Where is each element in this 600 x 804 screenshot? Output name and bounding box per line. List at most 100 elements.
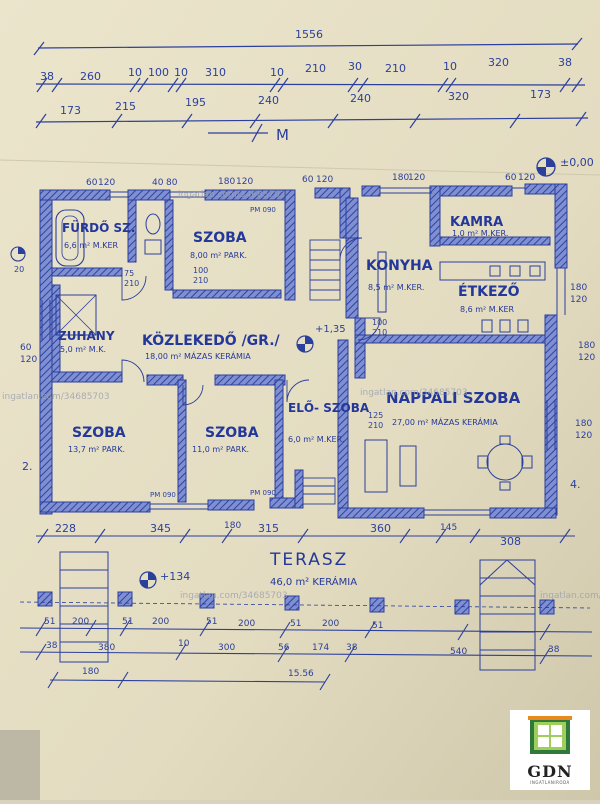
room-area-szoba3: 11,0 m² PARK. <box>192 445 249 454</box>
side-dim: 120 <box>20 355 37 365</box>
opening-dim: 125 <box>368 411 383 420</box>
dim: 51 <box>290 619 301 629</box>
logo-tagline: INGATLANIRODA <box>530 780 570 785</box>
dim: 51 <box>44 617 55 627</box>
paper-fold <box>0 159 600 176</box>
watermark: ingatlan.com/34685703 <box>180 591 288 601</box>
dim: 38 <box>346 643 358 653</box>
dim: 51 <box>122 617 133 627</box>
dim: 320 <box>448 90 469 103</box>
room-area-szoba1: 8,00 m² PARK. <box>190 251 247 260</box>
mid-dimensions: 228 345 180 315 360 145 308 <box>55 521 521 548</box>
dim: 215 <box>115 100 136 113</box>
room-name-szoba1: SZOBA <box>193 230 247 246</box>
wall <box>354 317 366 379</box>
wall <box>439 236 551 246</box>
wall <box>345 197 359 319</box>
room-area-szoba2: 13,7 m² PARK. <box>68 445 125 454</box>
dim: 51 <box>206 617 217 627</box>
room-area-terasz: 46,0 m² KERÁMIA <box>270 575 357 588</box>
dim: 30 <box>348 60 362 73</box>
elevation-corridor-label: +1,35 <box>315 324 346 335</box>
top-dimension-lines <box>33 37 589 129</box>
opening-dim: 40 <box>152 178 164 188</box>
wall <box>431 185 513 197</box>
opening-dim: 120 <box>98 178 115 188</box>
wall <box>51 267 123 277</box>
dim: 38 <box>46 641 58 651</box>
dim: 240 <box>258 94 279 107</box>
kitchen-fixtures <box>377 251 546 333</box>
side-dim: 2. <box>22 460 33 473</box>
terrace-pillars <box>37 591 555 615</box>
opening-dim: 60 <box>505 173 517 183</box>
watermark: ingatlan.com/34685703 <box>2 392 110 402</box>
walls <box>39 183 568 519</box>
room-area-konyha: 8,5 m² M.KER. <box>368 283 424 292</box>
wall-south <box>207 499 255 511</box>
watermark: ingatlan.com/34685703 <box>540 591 600 601</box>
room-area-kamra: 1,0 m² M.KER. <box>452 229 508 238</box>
wall <box>294 469 304 509</box>
side-dim: 60 <box>20 343 32 353</box>
mid-dimension-line <box>36 528 575 544</box>
dim: 360 <box>370 522 391 535</box>
room-name-konyha: KONYHA <box>366 258 433 274</box>
wall-west <box>39 191 53 515</box>
bathtub <box>55 209 85 267</box>
elevation-symbol <box>536 157 556 177</box>
opening-dim: 120 <box>570 295 587 305</box>
wall <box>127 199 137 263</box>
terrace-steps <box>59 551 536 671</box>
wall-south <box>489 507 557 519</box>
dim: 38 <box>548 645 560 655</box>
watermark: ingatlan.com/34685703 <box>178 190 286 200</box>
background-surface <box>0 730 40 800</box>
bottom-dim-row1: 51 200 51 200 51 200 51 200 51 <box>44 617 383 631</box>
dim: 56 <box>278 643 290 653</box>
wall <box>214 374 286 386</box>
dim: 51 <box>372 621 383 631</box>
opening-dim: 210 <box>193 276 208 285</box>
dim: 228 <box>55 522 76 535</box>
opening-dim: 210 <box>124 279 139 288</box>
wall <box>172 289 282 299</box>
wall <box>429 185 441 247</box>
shower-tray <box>55 294 97 336</box>
opening-dim: 100 <box>372 318 387 327</box>
dim: 10 <box>174 66 188 79</box>
bottom-dim-row2: 38 380 10 300 56 174 38 540 38 <box>46 639 560 657</box>
opening-dim: 180 <box>392 173 409 183</box>
section-marker-label: M <box>276 126 289 144</box>
room-area-nappali: 27,00 m² MÁZAS KERÁMIA <box>392 416 498 427</box>
dim: 315 <box>258 522 279 535</box>
dim: 300 <box>218 643 235 653</box>
sink <box>144 239 162 255</box>
room-name-kozlekedo: KÖZLEKEDŐ /GR./ <box>142 331 281 349</box>
section-marker <box>208 123 268 143</box>
room-name-terasz: TERASZ <box>269 550 348 570</box>
room-name-etkezo: ÉTKEZŐ <box>458 282 520 300</box>
room-name-nappali: NAPPALI SZOBA <box>386 389 521 407</box>
room-name-eloszoba: ELŐ- SZOBA <box>288 400 370 415</box>
wall-east-upper <box>554 183 568 269</box>
wall <box>354 334 546 344</box>
dim: 100 <box>148 66 169 79</box>
bottom-dim-row3: 180 15.56 <box>82 667 314 679</box>
dim: 200 <box>238 619 255 629</box>
room-area-zuhany: 5,0 m² M.K. <box>60 345 106 354</box>
elevation-symbol-terrace <box>139 571 157 589</box>
room-area-etkezo: 8,6 m² M.KER <box>460 305 515 314</box>
dim: 38 <box>40 70 54 83</box>
dim: 310 <box>205 66 226 79</box>
opening-dim: 180 <box>570 283 587 293</box>
room-labels: FÜRDŐ SZ. 6,6 m² M.KER SZOBA 8,00 m² PAR… <box>58 215 521 588</box>
dim: 10 <box>178 639 190 649</box>
opening-dim: PM 090 <box>250 206 276 214</box>
room-area-eloszoba: 6,0 m² M.KER. <box>288 435 344 444</box>
room-name-zuhany: ZUHANY <box>58 329 115 343</box>
dim: 10 <box>128 66 142 79</box>
dim: 180 <box>224 521 241 531</box>
opening-dim: 60 <box>302 175 314 185</box>
